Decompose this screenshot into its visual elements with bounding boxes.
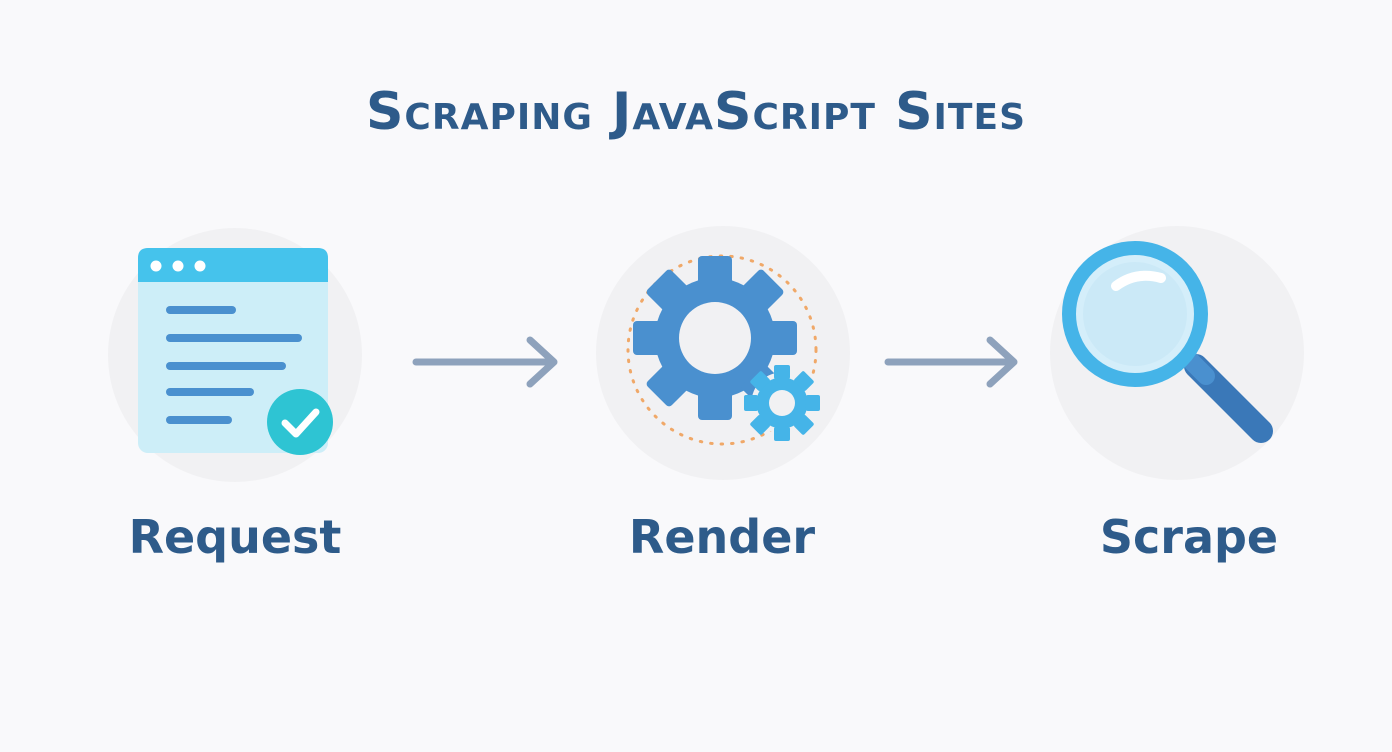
gears-icon <box>626 254 820 446</box>
browser-window-check-icon <box>138 248 333 455</box>
arrow-right-icon <box>412 336 558 388</box>
page-title: Scraping JavaScript Sites <box>365 82 1026 142</box>
arrow-right-icon <box>884 336 1018 388</box>
step-label-request: Request <box>128 510 342 564</box>
step-label-scrape: Scrape <box>1099 510 1279 564</box>
magnifying-glass-icon <box>1062 241 1273 443</box>
step-label-render: Render <box>628 510 816 564</box>
